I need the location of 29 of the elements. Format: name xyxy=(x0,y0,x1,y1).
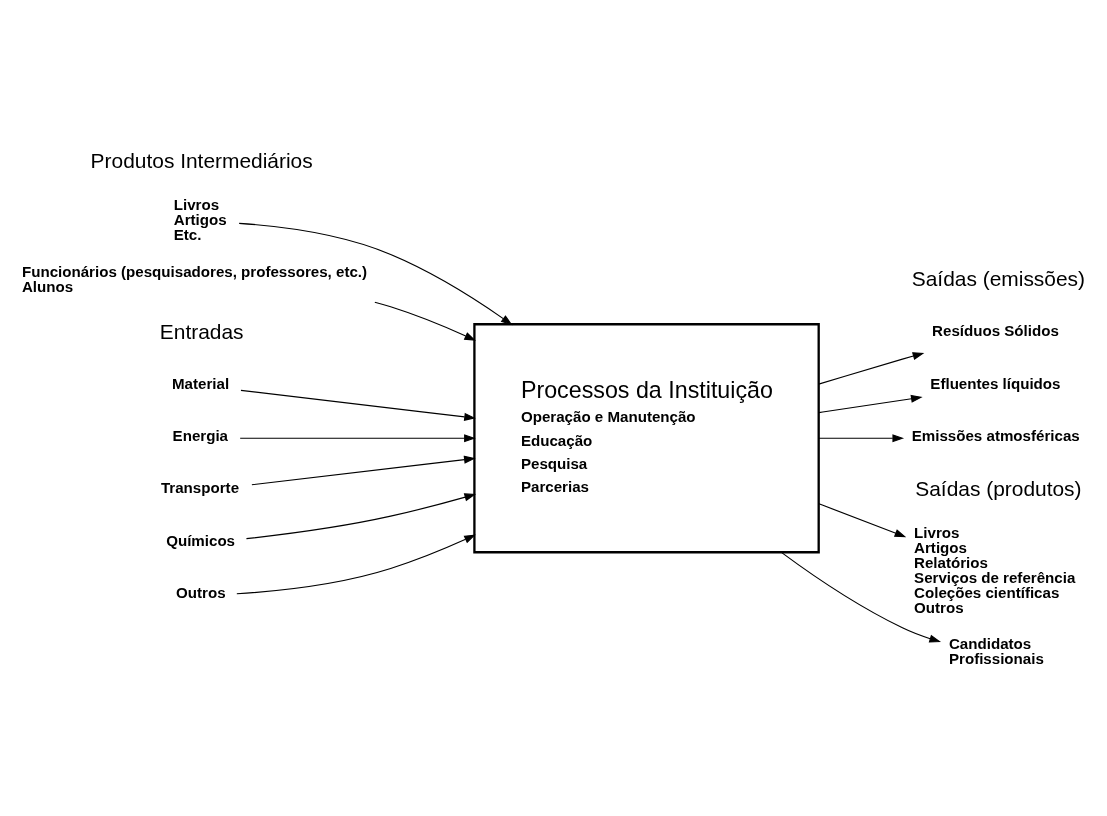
label: Entradas xyxy=(159,319,244,343)
arrow xyxy=(818,352,925,385)
label: Saídas (emissões) xyxy=(911,267,1086,291)
node-text: Emissões atmosféricas xyxy=(911,427,1080,445)
arrow xyxy=(239,434,476,443)
arrow xyxy=(236,534,476,595)
arrow xyxy=(251,455,476,486)
node-text: Material xyxy=(172,374,230,392)
node-box: Processos da Instituição Operação e Manutenção Educação Pesquisa Parcerias xyxy=(473,323,820,554)
arrow xyxy=(374,301,476,341)
arrow xyxy=(818,503,907,538)
node-text: Funcionários (pesquisadores, professores, etc.) Alunos xyxy=(21,263,368,296)
arrow xyxy=(240,389,476,421)
arrow xyxy=(818,394,923,414)
node-text: Químicos xyxy=(166,531,236,549)
arrow xyxy=(238,222,513,326)
node-text: Efluentes líquidos xyxy=(930,374,1061,392)
label: Saídas (produtos) xyxy=(915,476,1082,500)
node-text: Transporte xyxy=(160,479,240,497)
node-text: Resíduos Sólidos xyxy=(932,322,1059,340)
arrow xyxy=(780,551,941,643)
label: Produtos Intermediários xyxy=(90,148,313,172)
node-text: Energia xyxy=(172,427,229,445)
arrow xyxy=(818,434,905,443)
arrow xyxy=(245,493,477,540)
node-text: Livros Artigos Relatórios Serviços de referência Coleções científicas Outros xyxy=(914,523,1076,617)
node-text: Livros Artigos Etc. xyxy=(173,196,227,244)
node-text: Candidatos Profissionais xyxy=(948,635,1044,668)
node-text: Outros xyxy=(176,584,226,602)
